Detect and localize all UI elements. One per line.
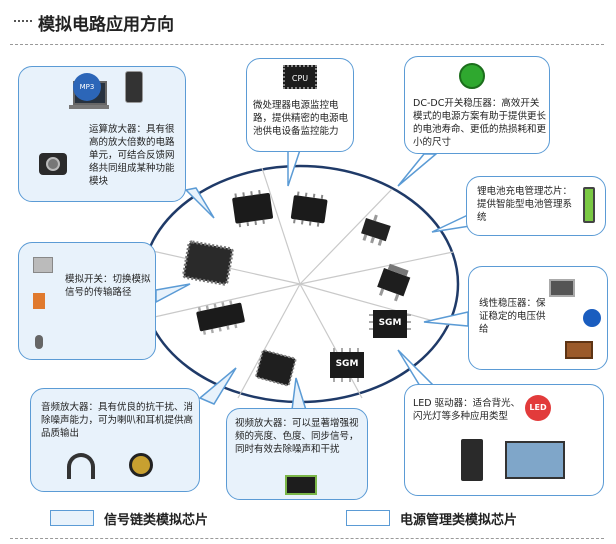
- camera-icon: [39, 153, 67, 175]
- title-decoration: [14, 20, 32, 22]
- flash-icon: [461, 439, 483, 481]
- bluetooth-icon: [583, 309, 601, 327]
- callout-audio-amp-text: 音频放大器：具有优良的抗干扰、消除噪声能力，可为喇叭和耳机提供高品质输出: [41, 402, 194, 439]
- callout-ldo-text: 线性稳压器：保证稳定的电压供给: [479, 298, 546, 335]
- top-divider: [10, 44, 604, 45]
- chip-plcc-left: [182, 240, 234, 286]
- phone-icon: [125, 71, 143, 103]
- sim-card-icon: [33, 293, 45, 309]
- callout-analog-switch: 模拟开关：切换模拟信号的传输路径: [18, 242, 156, 360]
- legend-swatch-signal: [50, 510, 94, 526]
- callout-opamp-text: 运算放大器：具有很高的放大倍数的电路单元，可结合反馈网络共同组成某种功能模块: [89, 124, 175, 187]
- chip-qfn-bottom: [255, 349, 297, 387]
- chip-label-sgm-bottom: SGM: [335, 359, 359, 369]
- callout-opamp: MP3 运算放大器：具有很高的放大倍数的电路单元，可结合反馈网络共同组成某种功能…: [18, 66, 186, 202]
- camera-small-icon: [33, 257, 53, 273]
- callout-ldo: 线性稳压器：保证稳定的电压供给: [468, 266, 608, 370]
- legend-label-power: 电源管理类模拟芯片: [400, 513, 518, 528]
- monitor-icon: [285, 475, 317, 495]
- chip-dpak-right: [377, 263, 411, 302]
- signal-tails: [155, 187, 308, 411]
- callout-dcdc-text: DC-DC开关稳压器：高效开关模式的电源方案有助于提供更长的电池寿命、更低的热损…: [413, 98, 547, 148]
- gps-device-icon: [549, 279, 575, 297]
- page-title: 模拟电路应用方向: [38, 15, 174, 35]
- callout-led: LED 驱动器：适合背光、闪光灯等多种应用类型 LED: [404, 384, 604, 496]
- bottom-divider: [10, 538, 604, 539]
- speaker-icon: [129, 453, 153, 477]
- battery-icon: [583, 187, 595, 223]
- callout-led-text: LED 驱动器：适合背光、闪光灯等多种应用类型: [413, 398, 521, 422]
- microphone-icon: [35, 335, 43, 349]
- chip-sgm-right: [369, 310, 411, 338]
- chip-soic-top: [232, 190, 273, 228]
- callout-video-amp: 视频放大器：可以显著增强视频的亮度、色度、同步信号，同时有效去除噪声和干扰: [226, 408, 368, 500]
- callout-video-amp-text: 视频放大器：可以显著增强视频的亮度、色度、同步信号，同时有效去除噪声和干扰: [235, 418, 359, 455]
- callout-liion-text: 锂电池充电管理芯片：提供智能型电池管理系统: [477, 186, 573, 223]
- power-button-icon: [459, 63, 485, 89]
- chip-label-sgm-right: SGM: [378, 318, 402, 328]
- legend-label-signal: 信号链类模拟芯片: [104, 513, 209, 528]
- led-sign-icon: LED: [525, 395, 551, 421]
- callout-liion: 锂电池充电管理芯片：提供智能型电池管理系统: [466, 176, 606, 236]
- radio-icon: [565, 341, 593, 359]
- chip-soic-top2: [290, 191, 328, 227]
- cpu-chip-icon: CPU: [283, 65, 317, 89]
- headphones-icon: [67, 453, 95, 479]
- callout-dcdc: DC-DC开关稳压器：高效开关模式的电源方案有助于提供更长的电池寿命、更低的热损…: [404, 56, 550, 154]
- chip-dip-left: [196, 300, 245, 335]
- legend-swatch-power: [346, 510, 390, 526]
- callout-audio-amp: 音频放大器：具有优良的抗干扰、消除噪声能力，可为喇叭和耳机提供高品质输出: [30, 388, 200, 492]
- callout-mcu-monitor-text: 微处理器电源监控电路，提供精密的电源电池供电设备监控能力: [253, 100, 349, 137]
- callout-mcu-monitor: CPU 微处理器电源监控电路，提供精密的电源电池供电设备监控能力: [246, 58, 354, 152]
- chip-sot-right: [361, 214, 391, 246]
- mp3-icon: MP3: [73, 73, 101, 101]
- display-panel-icon: [505, 441, 565, 479]
- callout-analog-switch-text: 模拟开关：切换模拟信号的传输路径: [65, 274, 151, 298]
- chip-sgm-bottom: [330, 348, 364, 382]
